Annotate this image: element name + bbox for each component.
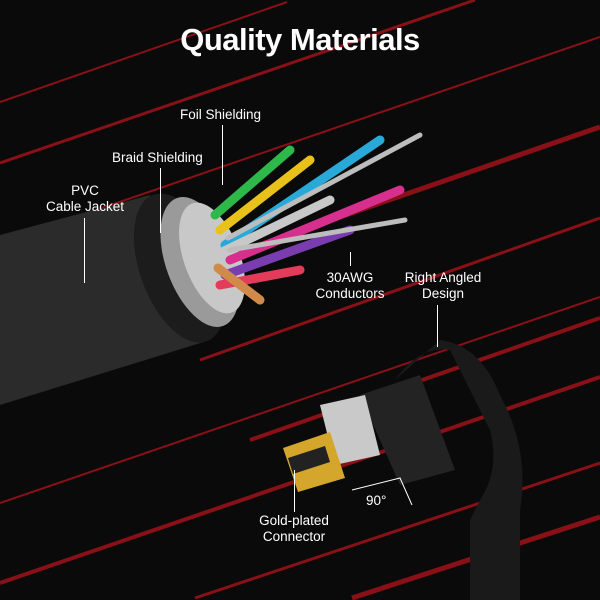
label-line: Conductors	[315, 286, 385, 301]
pointer-line	[294, 470, 295, 512]
label-line: Cable Jacket	[45, 199, 125, 214]
right-angle-connector	[283, 340, 523, 600]
pointer-line	[84, 218, 85, 283]
label-gold-plated-connector: Gold-plated Connector	[244, 513, 344, 545]
label-30awg-conductors: 30AWG Conductors	[305, 270, 395, 302]
label-pvc-jacket: PVC Cable Jacket	[40, 183, 130, 215]
label-line: Design	[421, 286, 465, 301]
label-foil-shielding: Foil Shielding	[180, 107, 262, 122]
label-right-angled-design: Right Angled Design	[388, 270, 498, 302]
label-line: 30AWG	[326, 270, 374, 285]
label-line: Gold-plated	[259, 513, 329, 528]
label-braid-shielding: Braid Shielding	[112, 150, 203, 165]
pointer-line	[222, 125, 223, 185]
label-line: Right Angled	[404, 270, 482, 285]
pointer-line	[437, 305, 438, 347]
label-line: PVC	[71, 183, 99, 198]
pointer-line	[160, 168, 161, 233]
label-90-degrees: 90°	[366, 493, 387, 508]
conductor-wires	[210, 132, 423, 305]
pointer-line	[350, 252, 351, 266]
page-title: Quality Materials	[180, 22, 420, 57]
label-line: Connector	[262, 529, 326, 544]
